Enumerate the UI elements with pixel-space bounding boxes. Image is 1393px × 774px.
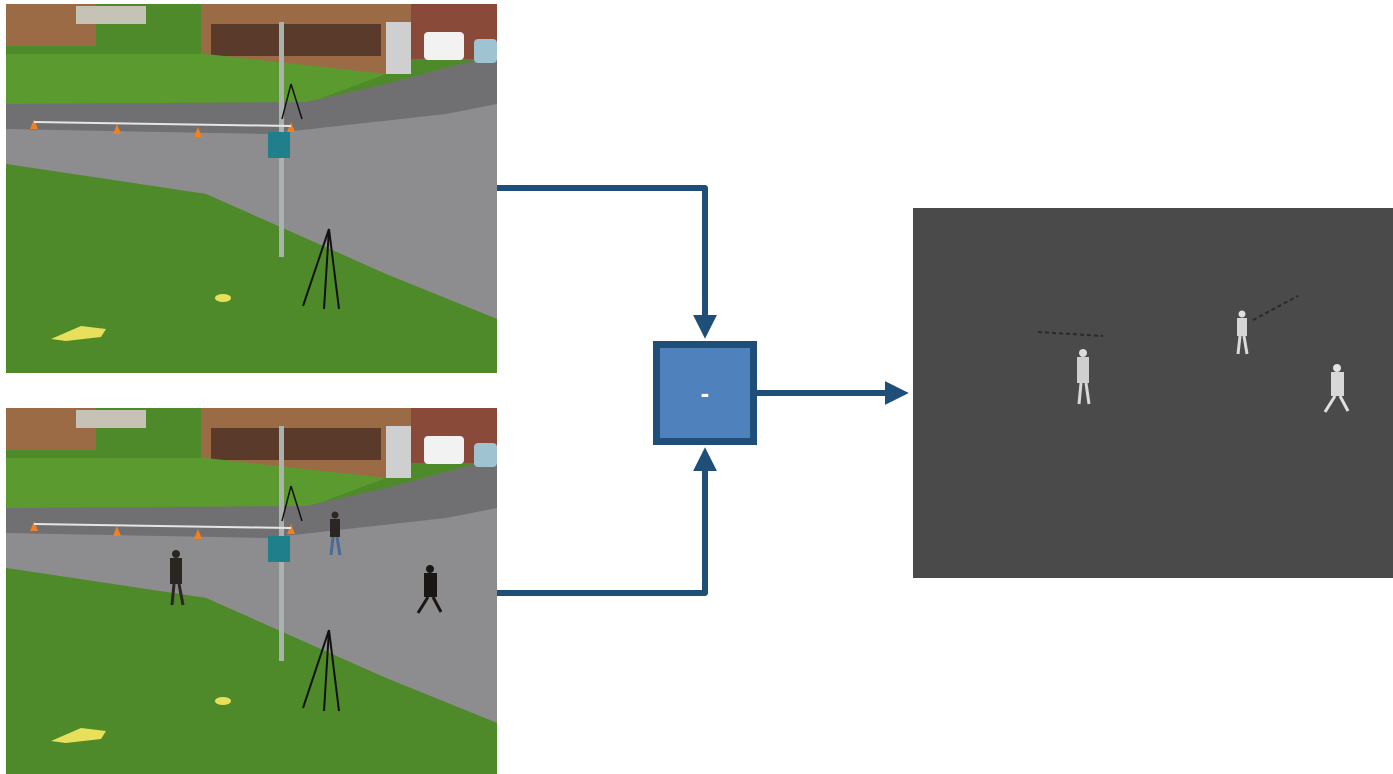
pedestrian-right (416, 565, 443, 614)
background-frame-image (6, 4, 497, 373)
subtraction-operator-box: - (653, 341, 757, 445)
silhouette-left (1077, 349, 1091, 405)
arrow-background-to-operator (497, 185, 717, 339)
pedestrian-left (170, 550, 185, 606)
arrow-current-to-operator (497, 447, 717, 596)
silhouette-center (1236, 310, 1249, 355)
difference-mask-image (913, 208, 1393, 578)
operator-label: - (700, 377, 710, 408)
silhouette-right (1323, 364, 1350, 413)
current-frame-image (6, 408, 497, 774)
pedestrian-center (329, 511, 342, 556)
